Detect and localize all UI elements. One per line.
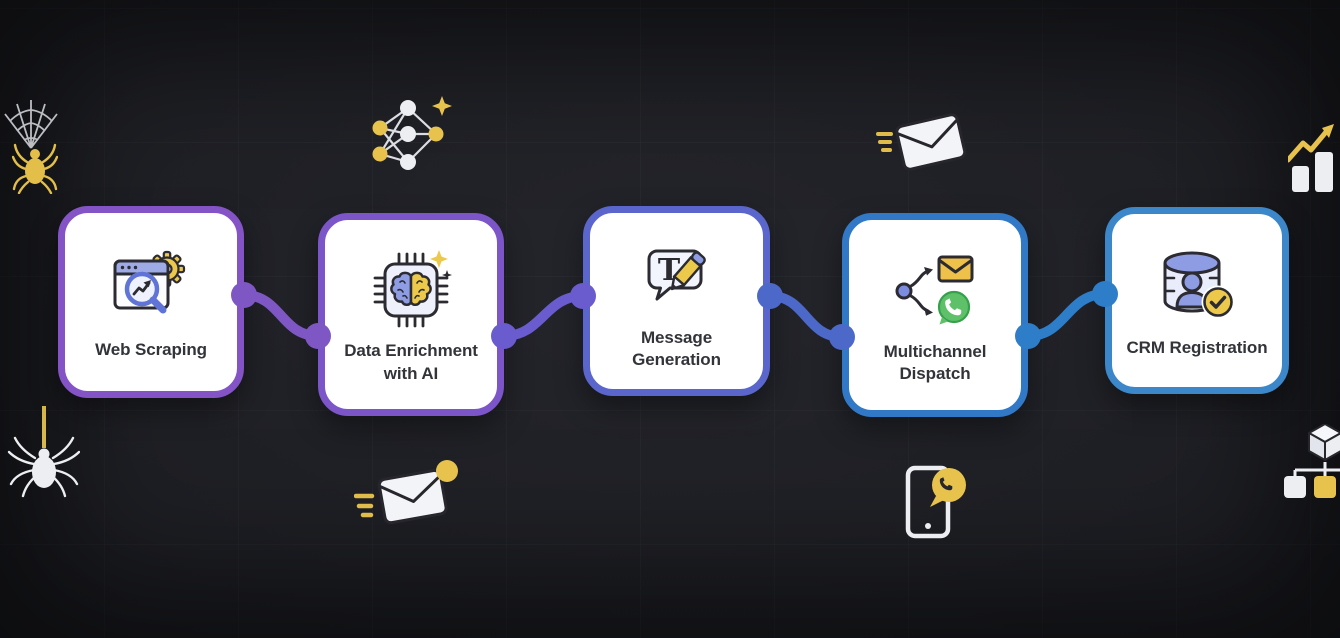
hierarchy-cube-icon bbox=[1284, 424, 1340, 498]
ai-chip-icon bbox=[373, 250, 452, 328]
spider-web-icon bbox=[4, 100, 58, 149]
step-label: CRM Registration bbox=[1126, 338, 1268, 358]
message-pencil-icon: T bbox=[647, 249, 706, 301]
step-card-multichannel-dispatch: Multichannel Dispatch bbox=[842, 213, 1028, 417]
flying-envelope-icon bbox=[876, 113, 967, 171]
web-scraping-icon bbox=[113, 250, 186, 314]
connector-3-4 bbox=[757, 283, 855, 350]
notification-envelope-icon bbox=[354, 460, 458, 525]
crm-database-icon bbox=[1163, 251, 1235, 319]
connector-2-3 bbox=[491, 283, 596, 349]
step-card-crm-registration: CRM Registration bbox=[1105, 207, 1289, 394]
step-card-data-enrichment: Data Enrichment with AI bbox=[318, 213, 504, 416]
growth-chart-icon bbox=[1288, 124, 1334, 192]
step-label: Multichannel Dispatch bbox=[883, 341, 987, 383]
connector-4-5 bbox=[1015, 281, 1118, 349]
step-label: Message Generation bbox=[632, 327, 721, 369]
hanging-spider-icon bbox=[7, 406, 80, 498]
neural-network-icon bbox=[372, 96, 452, 170]
step-label: Data Enrichment with AI bbox=[344, 341, 478, 383]
connector-1-2 bbox=[231, 282, 331, 349]
dispatch-split-icon bbox=[895, 255, 974, 325]
step-label: Web Scraping bbox=[95, 339, 207, 359]
phone-whatsapp-icon bbox=[905, 465, 966, 539]
spider-icon bbox=[12, 143, 58, 194]
